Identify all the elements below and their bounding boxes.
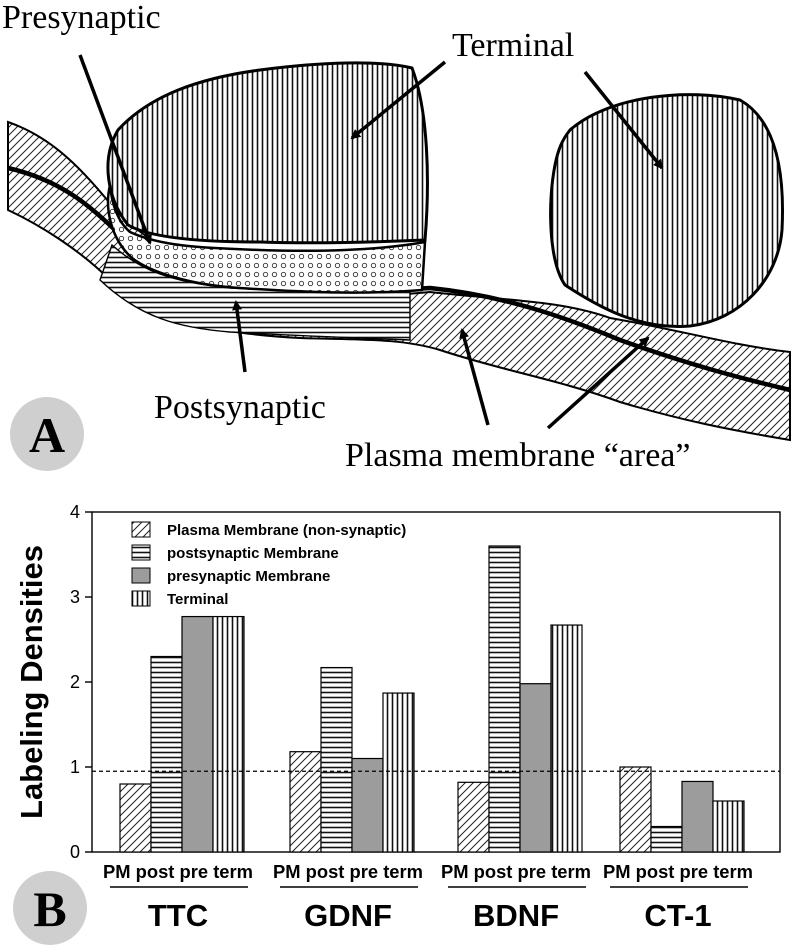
bar-ttc-pre bbox=[181, 615, 214, 853]
group-label: BDNF bbox=[473, 898, 559, 933]
x-category-labels: PM post pre term bbox=[103, 862, 253, 882]
panel-b-badge: B bbox=[33, 881, 66, 937]
bar-bdnf-pre bbox=[519, 683, 552, 853]
legend: Plasma Membrane (non-synaptic) postsynapt… bbox=[131, 521, 406, 608]
label-plasma-membrane: Plasma membrane “area” bbox=[345, 437, 690, 474]
x-category-labels: PM post pre term bbox=[441, 862, 591, 882]
bar-bdnf-term bbox=[550, 624, 583, 853]
bars bbox=[119, 545, 745, 853]
bar-gdnf-pre bbox=[351, 757, 384, 853]
bar-ct-1-term bbox=[712, 800, 745, 853]
label-terminal: Terminal bbox=[452, 27, 574, 64]
labeling-density-chart: Labeling Densities 0 1 2 3 4 Plasma Membrane… bbox=[13, 502, 781, 945]
y-tick-label: 1 bbox=[70, 757, 80, 777]
legend-label: postsynaptic Membrane bbox=[167, 545, 339, 562]
bar-ttc-post bbox=[150, 655, 183, 853]
bar-ttc-term bbox=[212, 615, 245, 853]
legend-swatch bbox=[131, 590, 151, 607]
panel-b-badge-circle bbox=[13, 871, 87, 945]
x-category-labels: PM post pre term bbox=[273, 862, 423, 882]
panel-a-badge: A bbox=[29, 407, 65, 463]
arrow-presynaptic bbox=[78, 54, 152, 245]
group-label: TTC bbox=[148, 898, 208, 933]
arrow-postsynaptic bbox=[232, 300, 247, 373]
bar-ct-1-pre bbox=[681, 780, 714, 853]
label-postsynaptic: Postsynaptic bbox=[154, 389, 326, 426]
panel-a-badge-circle bbox=[10, 397, 84, 471]
x-category-labels: PM post pre term bbox=[603, 862, 753, 882]
y-tick-label: 4 bbox=[70, 502, 80, 522]
bar-gdnf-post bbox=[320, 666, 353, 853]
panel-a-diagram: Presynaptic Terminal Postsynaptic Plasma… bbox=[2, 0, 791, 474]
label-presynaptic: Presynaptic bbox=[2, 0, 161, 36]
bar-ct-1-pm bbox=[619, 766, 652, 853]
arrow-terminal-right bbox=[583, 70, 664, 170]
y-tick-label: 2 bbox=[70, 672, 80, 692]
legend-label: presynaptic Membrane bbox=[167, 568, 330, 585]
terminal-right bbox=[549, 93, 784, 328]
legend-swatch bbox=[131, 567, 151, 584]
y-ticks: 0 1 2 3 4 bbox=[70, 502, 92, 862]
y-axis-label: Labeling Densities bbox=[14, 545, 49, 819]
y-tick-label: 0 bbox=[70, 842, 80, 862]
bar-bdnf-pm bbox=[457, 781, 490, 853]
arrow-terminal-left bbox=[350, 60, 447, 140]
terminal-left bbox=[106, 61, 429, 245]
bar-ttc-pm bbox=[119, 783, 152, 853]
group-label: CT-1 bbox=[644, 898, 711, 933]
bar-gdnf-term bbox=[382, 692, 415, 853]
legend-label: Plasma Membrane (non-synaptic) bbox=[167, 522, 406, 539]
group-label: GDNF bbox=[304, 898, 392, 933]
legend-label: Terminal bbox=[167, 591, 228, 608]
legend-swatch bbox=[131, 521, 151, 538]
arrow-plasma-membrane-left bbox=[459, 328, 490, 426]
bar-gdnf-pm bbox=[289, 751, 322, 853]
legend-swatch bbox=[131, 544, 151, 561]
bar-ct-1-post bbox=[650, 825, 683, 853]
y-tick-label: 3 bbox=[70, 587, 80, 607]
arrow-plasma-membrane-right bbox=[546, 336, 650, 430]
bar-bdnf-post bbox=[488, 545, 521, 853]
